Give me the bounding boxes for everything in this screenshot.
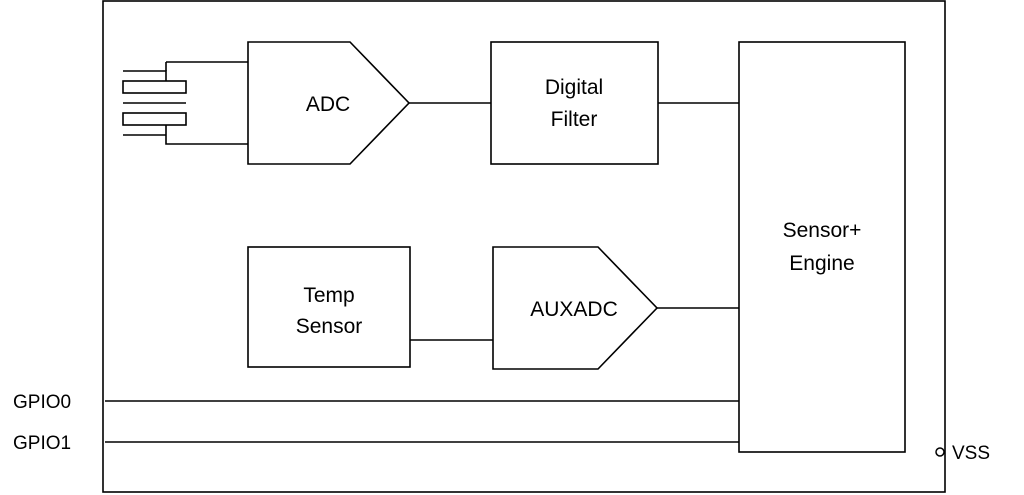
digital-filter-label-line2: Filter [551,108,598,131]
auxadc-label: AUXADC [530,298,618,321]
temp-sensor-label-line2: Sensor [296,315,363,338]
auxadc-block [492,246,659,370]
temp-sensor-label-line1: Temp [303,284,354,307]
gpio0-label: GPIO0 [13,392,71,413]
sensor-engine-label-line2: Engine [789,252,854,275]
adc-label: ADC [306,93,350,116]
digital-filter-block [490,41,659,165]
vss-label: VSS [952,443,990,464]
adc-block [247,41,411,165]
temp-sensor-block [247,246,411,368]
digital-filter-label-line1: Digital [545,76,603,99]
sensor-engine-label-line1: Sensor+ [783,219,862,242]
sensor-element [122,61,248,145]
vss-pin-icon [935,447,945,457]
gpio1-label: GPIO1 [13,433,71,454]
sensor-engine-block [738,41,906,453]
